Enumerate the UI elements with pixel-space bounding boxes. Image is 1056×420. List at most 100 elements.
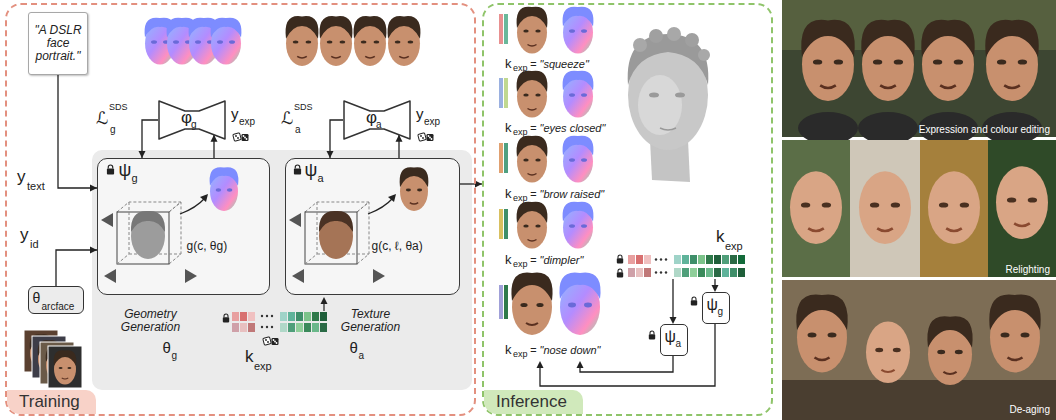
geometry-scene (129, 202, 130, 254)
inference-examples (504, 78, 508, 108)
result-photos (796, 294, 847, 372)
code-vectors (628, 255, 635, 264)
expression-codes (248, 323, 255, 332)
symbol: k (716, 228, 725, 247)
subscript: g (718, 306, 724, 317)
expression-codes (240, 323, 247, 332)
identity-photos (24, 330, 82, 388)
expression-codes (304, 323, 311, 332)
code-vectors (706, 268, 713, 277)
expression-codes (271, 326, 273, 328)
inference-examples (499, 285, 503, 319)
result-photos (921, 20, 974, 101)
arrow-head (327, 151, 334, 158)
decoder-shape: φa (343, 100, 411, 140)
inference-arrows (672, 279, 673, 318)
connector (396, 135, 403, 158)
result-photos (782, 380, 1056, 420)
dice-icons (233, 133, 434, 346)
code-vectors (644, 268, 651, 277)
sculpture (667, 27, 681, 41)
symbol: θ (350, 340, 358, 357)
code-vectors (628, 255, 745, 277)
result-photos (989, 294, 1040, 372)
code-vectors (698, 268, 705, 277)
texture-scene (289, 213, 301, 227)
rendered-thumbnails (211, 18, 242, 65)
rendered-thumbnails (388, 16, 421, 66)
lock-icons (107, 115, 697, 339)
network-box: ψa (660, 324, 688, 356)
box-heading: Texture Generation (333, 308, 409, 334)
symbol: ψ (305, 161, 318, 181)
decoder-outline (159, 101, 225, 139)
lock-icons (691, 297, 697, 305)
symbol: ψ (665, 328, 676, 346)
code-vectors (690, 268, 697, 277)
inference-examples (504, 143, 508, 173)
arrow-head (90, 185, 97, 192)
subscript: g (191, 119, 197, 130)
rendered-thumbnails (320, 16, 353, 66)
connector (58, 75, 97, 192)
symbol: k (505, 343, 512, 357)
symbol: y (416, 106, 424, 123)
code-vectors (730, 255, 737, 264)
symbol: y (20, 226, 29, 245)
lock-icons (223, 314, 229, 322)
result-photos (920, 140, 988, 277)
subscript: g (132, 172, 138, 184)
code-vectors (682, 268, 689, 277)
symbol: y (231, 106, 239, 123)
inference-examples (563, 71, 594, 118)
render-formula: g(c, θg) (187, 240, 228, 253)
panel-tab: Training (7, 390, 96, 414)
result-photos (996, 166, 1048, 239)
network-box: ψg (702, 292, 730, 324)
inference-examples (499, 143, 503, 173)
texture-scene (305, 254, 317, 264)
lock-icons (617, 255, 623, 263)
result-photos (798, 112, 858, 144)
expression-name: = "eyes closed" (530, 122, 605, 134)
subscript: g (172, 350, 178, 361)
inference-examples (499, 14, 503, 44)
identity-photos (54, 350, 77, 384)
dice-icons (233, 133, 249, 142)
inference-examples (499, 209, 503, 239)
connector (139, 120, 159, 158)
render-formula: g(c, ℓ, θa) (372, 240, 423, 253)
inference-examples (499, 78, 503, 108)
expression-codes (261, 315, 263, 317)
generation-region (285, 158, 460, 295)
sculpture (633, 38, 647, 52)
prompt-text: "A DSLR face portrait." (31, 24, 85, 64)
result-photos (782, 0, 1056, 420)
code-vectors (738, 255, 745, 264)
inference-arrows (540, 279, 715, 386)
code-vectors (722, 255, 729, 264)
arrow-heads (537, 361, 544, 368)
code-vectors (682, 255, 689, 264)
sculpture (698, 49, 710, 61)
generation-region (92, 150, 472, 390)
code-vectors (628, 268, 635, 277)
code-vectors (660, 258, 662, 260)
symbol: θ (33, 291, 41, 306)
geometry-scene (117, 254, 129, 264)
texture-scene (305, 202, 369, 264)
subscript: a (295, 124, 301, 135)
code-vectors (714, 268, 721, 277)
result-photos (988, 140, 1056, 277)
loss-symbol: ℒ (281, 110, 293, 129)
inference-examples (504, 14, 508, 44)
expression-name: = "nose down" (530, 344, 601, 356)
subscript: exp (513, 260, 528, 270)
code-vectors (674, 255, 681, 264)
photo-caption: Relighting (1006, 264, 1050, 275)
inference-arrows (580, 356, 673, 372)
inference-examples (563, 136, 594, 183)
